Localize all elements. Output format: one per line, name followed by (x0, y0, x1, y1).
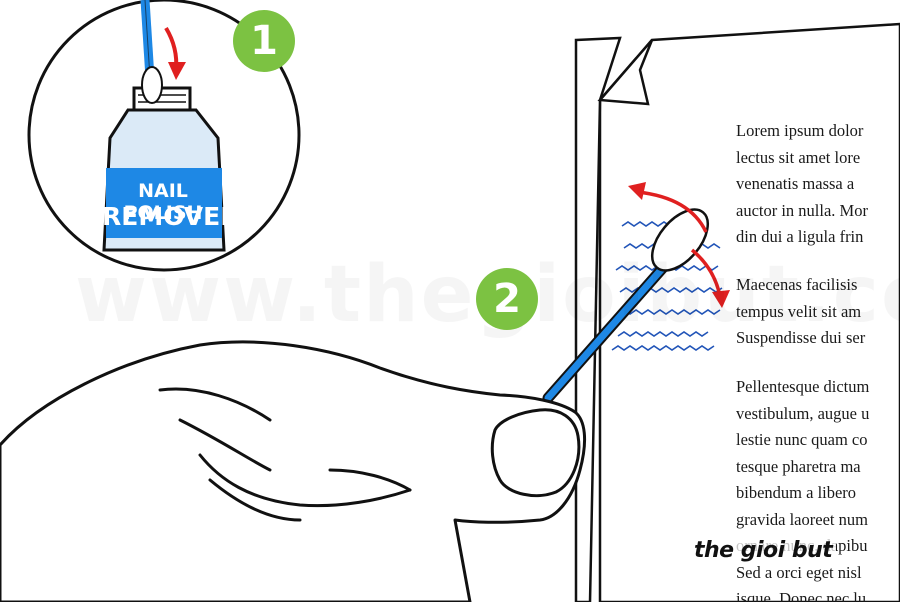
rub-arrows-icon (628, 182, 730, 308)
document-paragraph-1: Lorem ipsum dolor lectus sit amet lore v… (736, 121, 868, 246)
document-paragraph-3: Pellentesque dictum vestibulum, augue u … (736, 377, 870, 602)
bottle-label-line1: NAIL POLISH (123, 180, 203, 224)
bottle-label-line2: REMOVER (102, 202, 240, 231)
swab-2 (542, 208, 710, 404)
page-curl (597, 39, 654, 106)
step-1-badge: 1 (233, 10, 295, 72)
ink-scribbles (611, 221, 723, 351)
bottle-label (106, 168, 222, 238)
swab-tip-1 (141, 66, 163, 104)
step-2-badge: 2 (476, 268, 538, 330)
brand-logo: the gioi but (690, 538, 837, 563)
hand (0, 340, 586, 602)
document-paragraph-2: Maecenas facilisis tempus velit sit am S… (736, 275, 866, 347)
paper (574, 22, 900, 602)
step1-inset (27, 0, 301, 272)
